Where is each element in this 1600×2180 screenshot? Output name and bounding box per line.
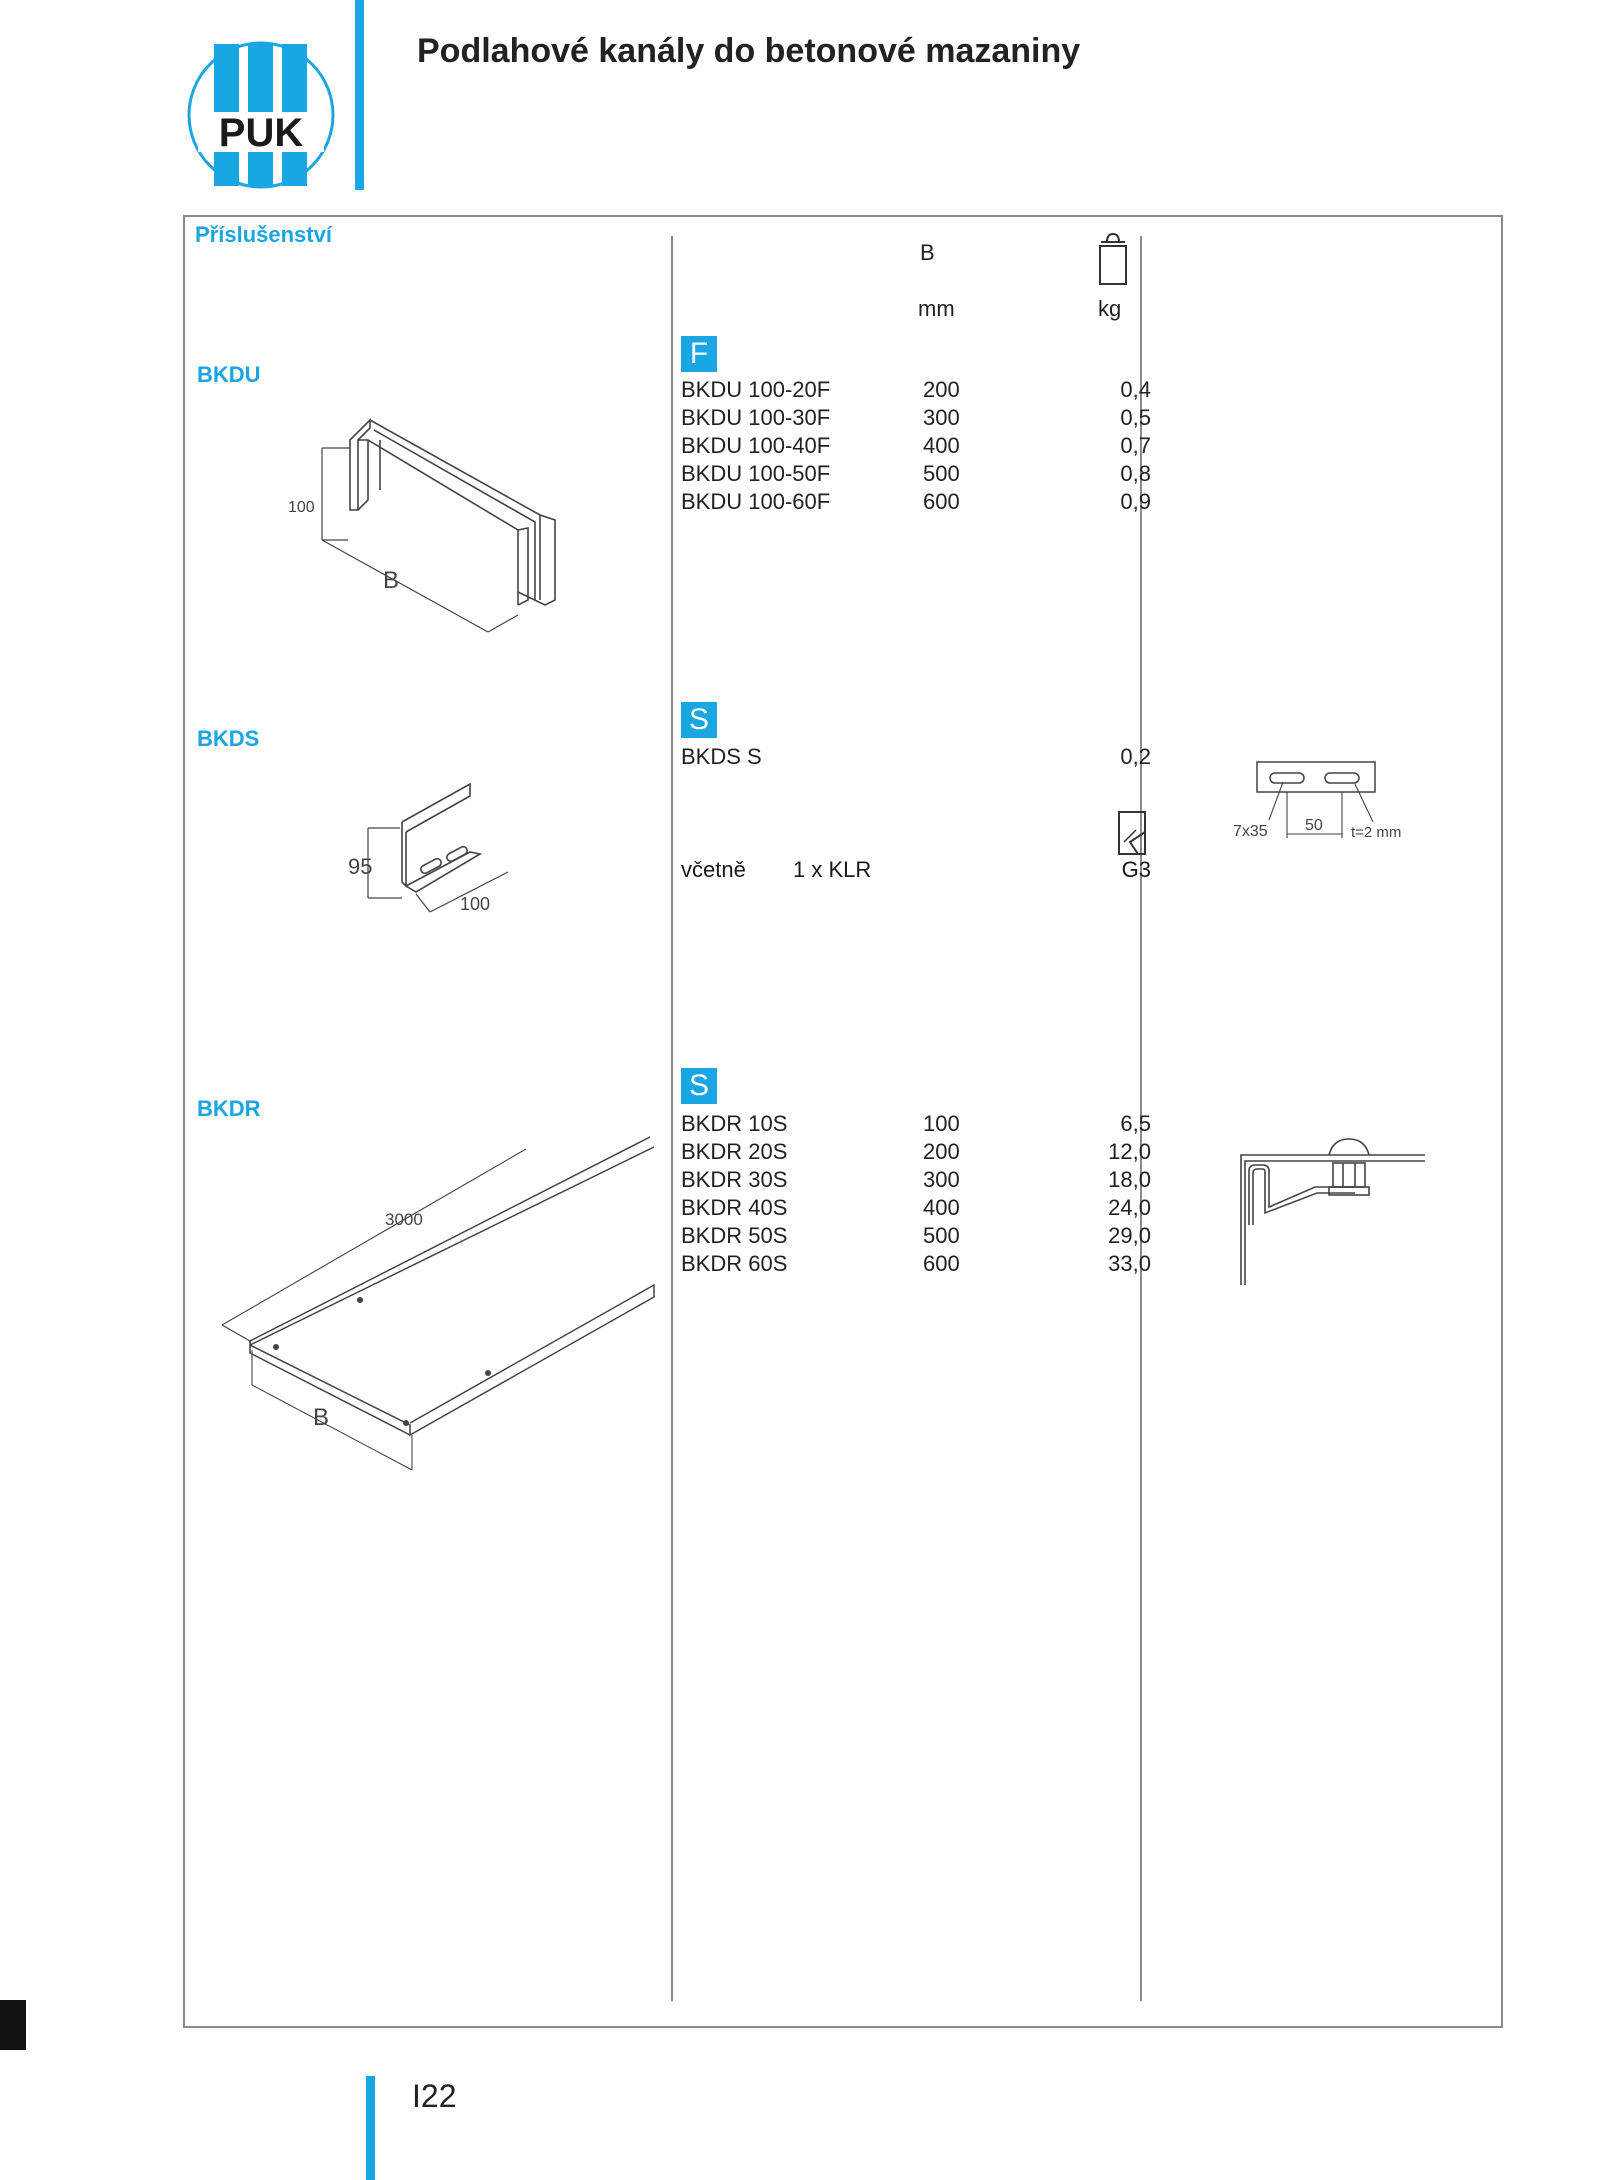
side-index-tab: [0, 2000, 26, 2050]
bkdr-detail-drawing: [1240, 1138, 1425, 1285]
bkdu-width-label: B: [383, 567, 399, 594]
column-unit-kg: kg: [1098, 296, 1122, 321]
column-unit-mm: mm: [918, 296, 955, 321]
bag-icon: [1118, 811, 1146, 855]
bkds-thickness-label: t=2 mm: [1351, 824, 1401, 841]
column-header-b: B: [920, 240, 935, 265]
section-title: Příslušenství: [195, 222, 332, 247]
includes-code: G3: [1121, 857, 1151, 882]
group-label-bkds: BKDS: [197, 726, 260, 751]
bkds-height-label: 95: [348, 854, 372, 879]
finish-badge-bkds: S: [681, 702, 717, 738]
bkdr-length-label: 3000: [385, 1210, 423, 1229]
bkds-slot-label: 7x35: [1233, 823, 1268, 840]
includes-label: včetně: [681, 857, 746, 882]
includes-item: 1 x KLR: [793, 857, 872, 882]
group-label-bkdr: BKDR: [197, 1096, 261, 1121]
includes-row: včetně 1 x KLR G3: [681, 856, 1151, 884]
finish-badge-bkdr: S: [681, 1068, 717, 1104]
group-label-bkdu: BKDU: [197, 362, 261, 387]
header-accent-bar: [355, 0, 364, 190]
weight-icon: [1099, 232, 1127, 285]
bkdu-drawing: 100 B: [288, 418, 556, 633]
column-divider-right: [1140, 236, 1142, 2001]
bkds-drawing: 95 100: [348, 782, 509, 914]
bkds-depth-label: 100: [460, 894, 490, 914]
page-title: Podlahové kanály do betonové mazaniny: [417, 32, 1081, 70]
footer-accent-bar: [366, 2076, 375, 2180]
puk-logo: PUK: [187, 41, 335, 189]
page-number: I22: [412, 2078, 457, 2114]
content-frame: [183, 215, 1503, 2028]
column-divider-left: [671, 236, 673, 2001]
bkds-detail-drawing: 7x35 50 t=2 mm: [1233, 761, 1401, 841]
bkdu-height-label: 100: [288, 499, 315, 516]
finish-badge-bkdu: F: [681, 336, 717, 372]
bkds-spacing-label: 50: [1305, 817, 1323, 834]
bkdr-drawing: 3000 B: [221, 1136, 655, 1471]
bkdr-width-label: B: [313, 1404, 329, 1431]
logo-text: PUK: [219, 111, 304, 155]
